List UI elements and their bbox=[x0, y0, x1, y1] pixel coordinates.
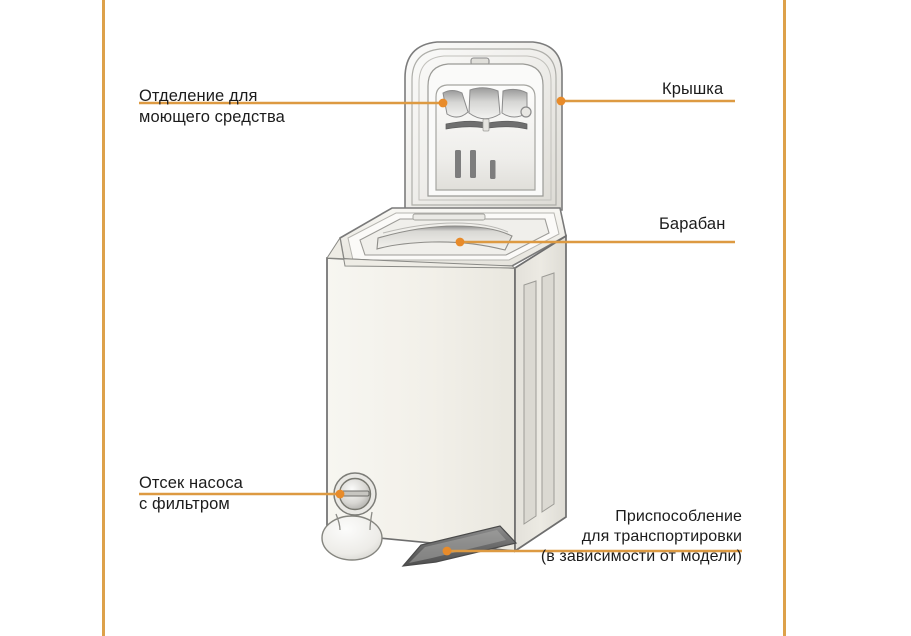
machine-body bbox=[326, 234, 567, 553]
side-panel bbox=[514, 234, 567, 553]
callout-drum: Барабан bbox=[659, 215, 726, 233]
drum-door-handle bbox=[412, 213, 486, 221]
dot-lid bbox=[556, 96, 566, 106]
left-margin-rule bbox=[102, 0, 105, 636]
leader-lines bbox=[139, 99, 742, 553]
right-margin-rule bbox=[783, 0, 786, 636]
callout-pump-filter: Отсек насоса с фильтром bbox=[139, 474, 243, 513]
dispenser-slots bbox=[455, 150, 496, 179]
dispenser-grip-center bbox=[482, 118, 490, 132]
leader-dots bbox=[335, 96, 566, 556]
dot-transport bbox=[442, 546, 452, 556]
dot-detergent bbox=[438, 98, 448, 108]
lid-open bbox=[404, 41, 563, 211]
dispenser-compartments bbox=[442, 87, 528, 120]
dot-pump bbox=[335, 489, 345, 499]
dispenser-button-icon bbox=[520, 106, 532, 118]
drum-opening bbox=[376, 213, 513, 251]
detergent-dispenser-tray bbox=[435, 84, 536, 191]
pump-filter-assembly bbox=[321, 472, 383, 561]
machine-top bbox=[339, 207, 567, 267]
dot-drum bbox=[455, 237, 465, 247]
callout-lid: Крышка bbox=[662, 80, 724, 98]
callout-transport-device: Приспособление для транспортировки (в за… bbox=[540, 508, 742, 565]
transport-device-bar bbox=[401, 525, 518, 567]
pump-hatch-door[interactable] bbox=[321, 515, 383, 561]
side-grooves bbox=[523, 272, 555, 525]
dispenser-grip-right bbox=[487, 120, 528, 130]
callout-detergent-compartment: Отделение для моющего средства bbox=[139, 87, 285, 126]
